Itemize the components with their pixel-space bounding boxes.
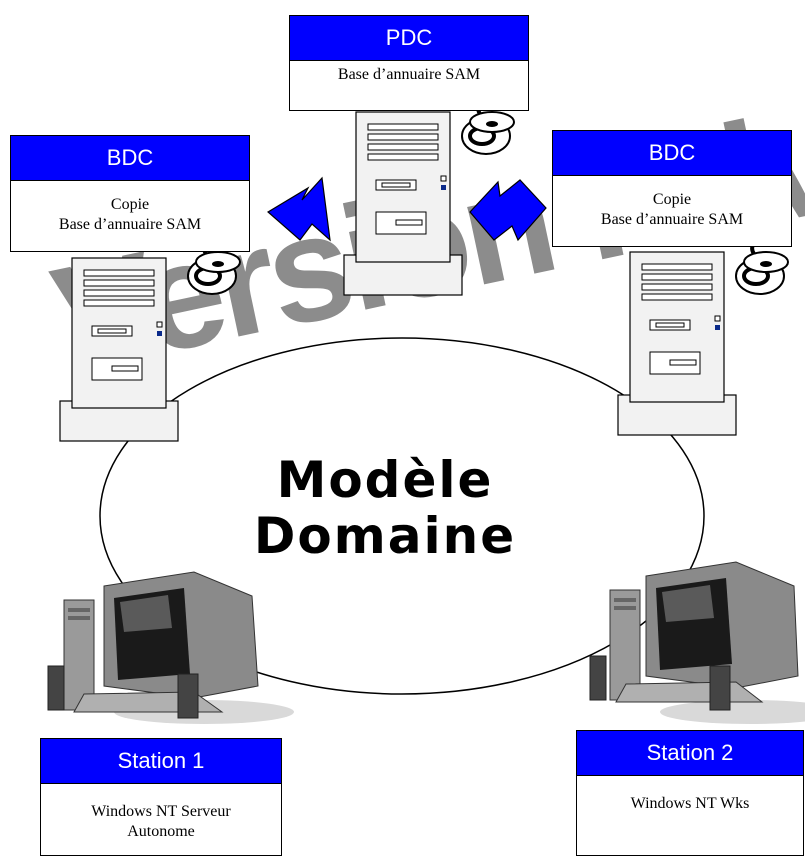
node-title: PDC [290, 16, 528, 61]
node-title: BDC [11, 136, 249, 181]
node-line: Base d’annuaire SAM [600, 211, 744, 228]
node-body: Base d’annuaire SAM [290, 61, 528, 85]
node-body: Copie Base d’annuaire SAM [553, 176, 791, 230]
server-tower-icon [59, 257, 179, 442]
node-line: Windows NT Wks [630, 795, 750, 812]
diagram-title-line-1: Modèle [276, 451, 494, 509]
node-station-1: Station 1 Windows NT Serveur Autonome [40, 738, 282, 856]
node-bdc-left: BDC Copie Base d’annuaire SAM [10, 135, 250, 252]
node-line: Base d’annuaire SAM [58, 216, 202, 233]
node-body: Windows NT Serveur Autonome [41, 784, 281, 842]
padlock-icon [187, 236, 241, 295]
node-line: Copie [110, 196, 150, 213]
node-body: Windows NT Wks [577, 776, 803, 814]
node-bdc-right: BDC Copie Base d’annuaire SAM [552, 130, 792, 247]
node-body: Copie Base d’annuaire SAM [11, 181, 249, 235]
workstation-icon [589, 561, 805, 724]
padlock-icon [461, 96, 515, 155]
node-line: Copie [652, 191, 692, 208]
node-line: Autonome [127, 823, 195, 840]
diagram-title: Modèle Domaine [220, 452, 550, 564]
server-tower-icon [617, 251, 737, 436]
node-station-2: Station 2 Windows NT Wks [576, 730, 804, 856]
workstation-icon [47, 571, 294, 724]
domain-ring [99, 337, 705, 695]
arrow-icon-right [469, 179, 547, 242]
arrow-icon-left [266, 176, 331, 242]
node-title: Station 1 [41, 739, 281, 784]
server-tower-icon [343, 111, 463, 296]
node-line: Base d’annuaire SAM [337, 66, 481, 83]
node-title: Station 2 [577, 731, 803, 776]
node-line: Windows NT Serveur [91, 803, 231, 820]
node-pdc: PDC Base d’annuaire SAM [289, 15, 529, 111]
node-title: BDC [553, 131, 791, 176]
diagram-title-line-2: Domaine [253, 507, 517, 565]
